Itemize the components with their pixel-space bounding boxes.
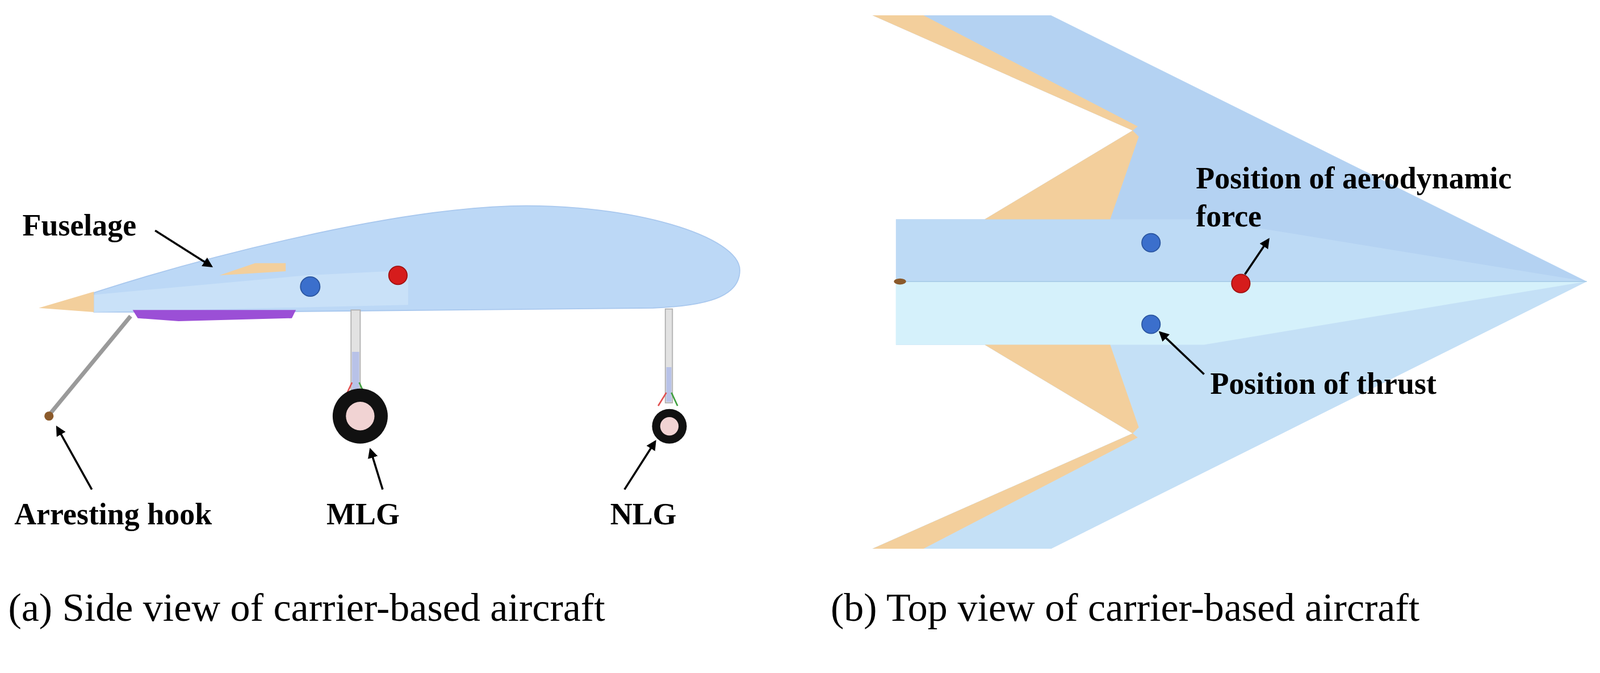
mlg-hub (345, 401, 375, 431)
outer-elevon (872, 15, 1138, 131)
subfigure-caption: (a) Side view of carrier-based aircraft (7, 584, 605, 633)
leader-arrow (370, 450, 383, 490)
fuselage-body (93, 206, 740, 313)
mlg-wheel (332, 388, 388, 445)
nlg-strut (665, 309, 673, 404)
hook-tip (893, 278, 907, 286)
top-view (872, 15, 1587, 550)
mlg-strut (350, 310, 360, 394)
part-label: NLG (610, 495, 677, 534)
aero-force-point (1231, 274, 1250, 293)
inner-elevon (984, 130, 1139, 220)
arresting-hook-arm (48, 316, 131, 416)
leader-arrows (57, 230, 1269, 490)
engine-nacelle (93, 270, 409, 313)
thrust-point (300, 277, 320, 297)
subfigure-caption: (b) Top view of carrier-based aircraft (830, 584, 1420, 633)
nlg-hub (660, 417, 679, 436)
part-label: MLG (326, 495, 400, 534)
leader-arrow (1245, 239, 1269, 275)
thrust-point (1141, 233, 1160, 253)
side-view (38, 206, 740, 445)
leader-arrow (1159, 332, 1204, 375)
part-label: Arresting hook (14, 495, 212, 534)
control-surface (219, 263, 286, 276)
leader-arrow (57, 427, 92, 490)
wing-lower-half (872, 281, 1587, 550)
wing-planform (872, 15, 1587, 550)
tail-surface (38, 291, 94, 313)
hook-tip (44, 411, 54, 421)
leader-arrow (624, 441, 656, 490)
hook-mechanism (132, 310, 297, 322)
thrust-point (1141, 315, 1160, 334)
leader-arrow (155, 230, 212, 267)
nlg-wheel (651, 409, 687, 445)
point-label: Position of thrust (1209, 365, 1436, 403)
outer-elevon (872, 433, 1138, 550)
mlg-piston (352, 352, 360, 393)
point-label: Position of aerodynamic force (1195, 160, 1564, 236)
nlg-piston (666, 367, 672, 402)
part-label: Fuselage (22, 207, 137, 245)
aero-force-point (388, 266, 408, 285)
inner-elevon (984, 344, 1139, 434)
